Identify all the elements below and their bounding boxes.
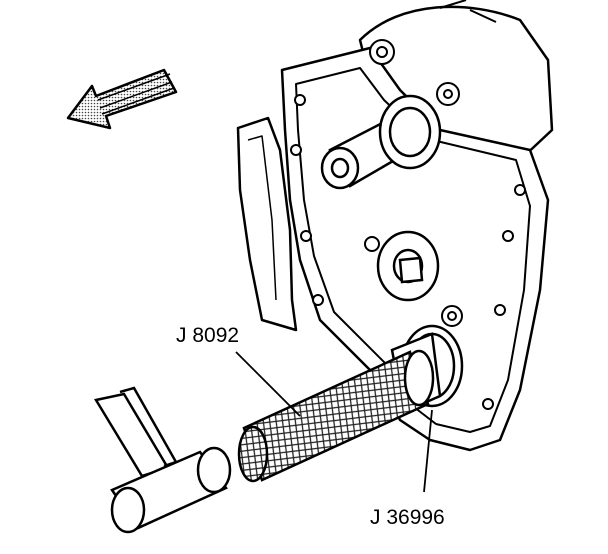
crankshaft-hub [376, 230, 440, 302]
direction-arrow-icon [66, 68, 178, 130]
hammer-driver [94, 386, 232, 534]
seal-installer-tool [237, 324, 464, 483]
callout-label-j36996: J 36996 [370, 506, 445, 529]
leader-lines [235, 351, 433, 493]
callout-label-j8092: J 8092 [176, 324, 239, 347]
cover-bolts [290, 39, 526, 410]
camshaft-stub [320, 94, 442, 190]
